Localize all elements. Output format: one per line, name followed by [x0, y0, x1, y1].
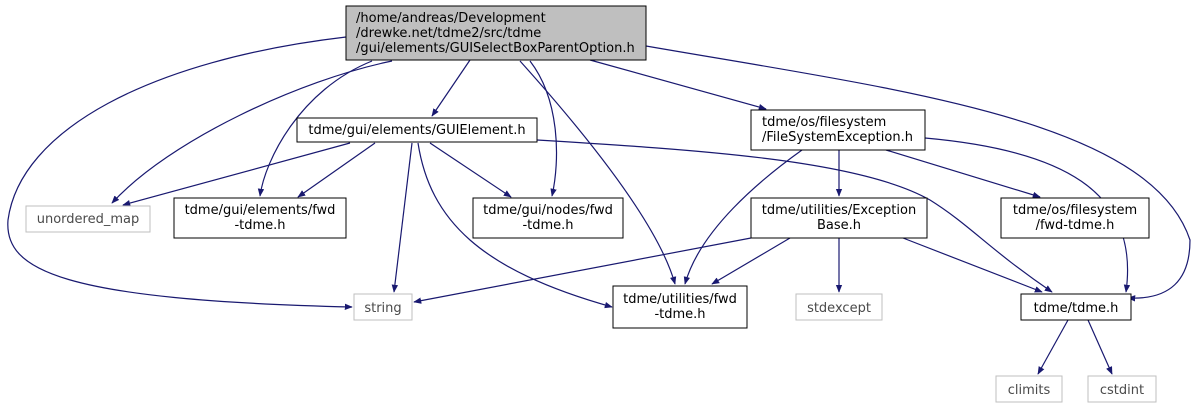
node-cstdint[interactable]: cstdint	[1087, 375, 1157, 403]
node-label: tdme/gui/elements/fwd	[185, 203, 336, 218]
node-root-header[interactable]: /home/andreas/Development /drewke.net/td…	[345, 5, 647, 61]
node-climits[interactable]: climits	[995, 375, 1063, 403]
node-filesystemexception[interactable]: tdme/os/filesystem /FileSystemException.…	[750, 109, 926, 151]
dependency-edge	[536, 139, 1053, 293]
node-stdexcept[interactable]: stdexcept	[795, 293, 883, 321]
node-label: Base.h	[817, 218, 861, 233]
node-label: /fwd-tdme.h	[1036, 218, 1115, 233]
dependency-edge	[711, 237, 791, 285]
dependency-edge	[111, 60, 393, 204]
dependency-edge	[431, 59, 471, 117]
dependency-edge	[429, 142, 512, 198]
dependency-edge	[885, 149, 1041, 198]
dependency-edge	[1087, 319, 1113, 375]
node-unordered-map[interactable]: unordered_map	[25, 205, 151, 233]
dependency-edge	[902, 237, 1043, 293]
node-label: climits	[1008, 383, 1051, 398]
node-label: string	[364, 301, 401, 316]
edges	[7, 36, 1191, 375]
dependency-edge	[683, 149, 803, 285]
node-string[interactable]: string	[353, 293, 413, 321]
dependency-edge	[1037, 319, 1069, 375]
node-label: /FileSystemException.h	[762, 130, 913, 145]
node-label: /home/andreas/Development	[356, 11, 546, 26]
dependency-edge	[529, 60, 558, 197]
dependency-edge	[519, 60, 677, 285]
node-label: -tdme.h	[654, 307, 705, 322]
node-label: /drewke.net/tdme2/src/tdme	[356, 26, 541, 41]
node-tdme-h[interactable]: tdme/tdme.h	[1020, 293, 1132, 321]
node-exceptionbase[interactable]: tdme/utilities/Exception Base.h	[750, 197, 928, 239]
dependency-edge	[924, 137, 1131, 293]
node-label: tdme/tdme.h	[1034, 301, 1119, 316]
dependency-edge	[645, 45, 1191, 302]
node-label: tdme/gui/elements/GUIElement.h	[308, 123, 525, 138]
node-label: unordered_map	[37, 212, 140, 227]
dependency-edge	[7, 36, 353, 311]
node-utilities-fwd[interactable]: tdme/utilities/fwd -tdme.h	[612, 285, 748, 329]
dependency-edge	[417, 142, 613, 309]
dependency-edge	[413, 237, 752, 304]
node-label: tdme/utilities/Exception	[762, 203, 916, 218]
node-label: tdme/gui/nodes/fwd	[483, 203, 613, 218]
node-label: cstdint	[1100, 383, 1144, 398]
node-guielement[interactable]: tdme/gui/elements/GUIElement.h	[296, 117, 538, 143]
node-filesystem-fwd[interactable]: tdme/os/filesystem /fwd-tdme.h	[1000, 197, 1150, 239]
dependency-edge	[297, 142, 376, 198]
node-label: -tdme.h	[234, 218, 285, 233]
node-nodes-fwd[interactable]: tdme/gui/nodes/fwd -tdme.h	[472, 197, 624, 239]
node-label: stdexcept	[807, 301, 871, 316]
node-elements-fwd[interactable]: tdme/gui/elements/fwd -tdme.h	[173, 197, 347, 239]
dependency-edge	[257, 60, 373, 197]
dependency-edge	[391, 142, 413, 293]
node-label: tdme/os/filesystem	[1013, 203, 1137, 218]
dependency-edge	[122, 142, 351, 207]
node-label: tdme/os/filesystem	[762, 115, 886, 130]
node-label: tdme/utilities/fwd	[623, 292, 737, 307]
node-label: /gui/elements/GUISelectBoxParentOption.h	[356, 41, 635, 56]
dependency-edge	[589, 59, 767, 111]
node-label: -tdme.h	[522, 218, 573, 233]
